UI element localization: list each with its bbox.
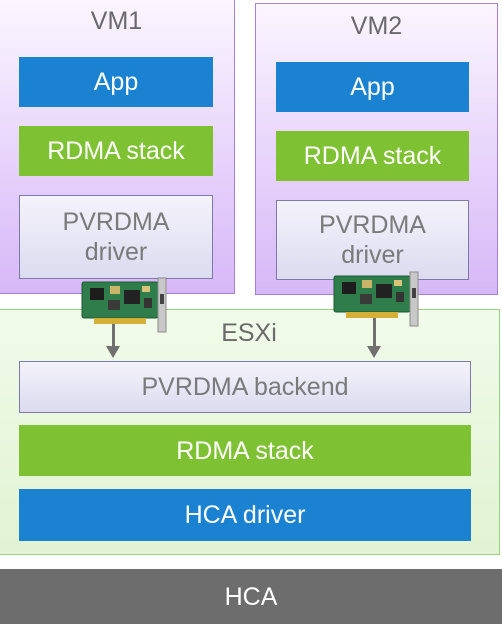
vm2-rdma-stack-box: RDMA stack — [276, 131, 469, 181]
vm1-arrow-head — [106, 346, 120, 358]
esxi-rdma-stack-box: RDMA stack — [19, 425, 471, 476]
network-card-icon — [81, 277, 167, 333]
vm1-pvrdma-driver-line1: PVRDMA — [62, 208, 170, 236]
vm1-container: VM1 App RDMA stack PVRDMA driver — [0, 0, 235, 294]
vm2-app-box: App — [276, 62, 469, 112]
vm2-arrow-head — [367, 346, 381, 358]
hca-bar: HCA — [0, 569, 502, 624]
vm2-arrow-line — [373, 300, 376, 348]
vm1-app-box: App — [19, 57, 213, 107]
pvrdma-backend-box: PVRDMA backend — [19, 361, 471, 413]
esxi-title: ESXi — [221, 319, 277, 347]
network-card-icon — [333, 271, 419, 327]
vm1-rdma-stack-box: RDMA stack — [19, 126, 213, 176]
hca-driver-box: HCA driver — [19, 489, 471, 541]
vm1-pvrdma-driver-box: PVRDMA driver — [19, 195, 213, 279]
vm1-title: VM1 — [90, 7, 143, 35]
vm1-pvrdma-driver-line2: driver — [84, 238, 148, 266]
vm2-pvrdma-driver-line1: PVRDMA — [319, 211, 426, 239]
vm2-pvrdma-driver-box: PVRDMA driver — [276, 200, 469, 280]
vm2-title: VM2 — [350, 12, 403, 40]
vm2-pvrdma-driver-line2: driver — [341, 241, 404, 269]
vm2-container: VM2 App RDMA stack PVRDMA driver — [255, 3, 498, 295]
esxi-container: ESXi PVRDMA backend RDMA stack HCA drive… — [0, 309, 500, 555]
